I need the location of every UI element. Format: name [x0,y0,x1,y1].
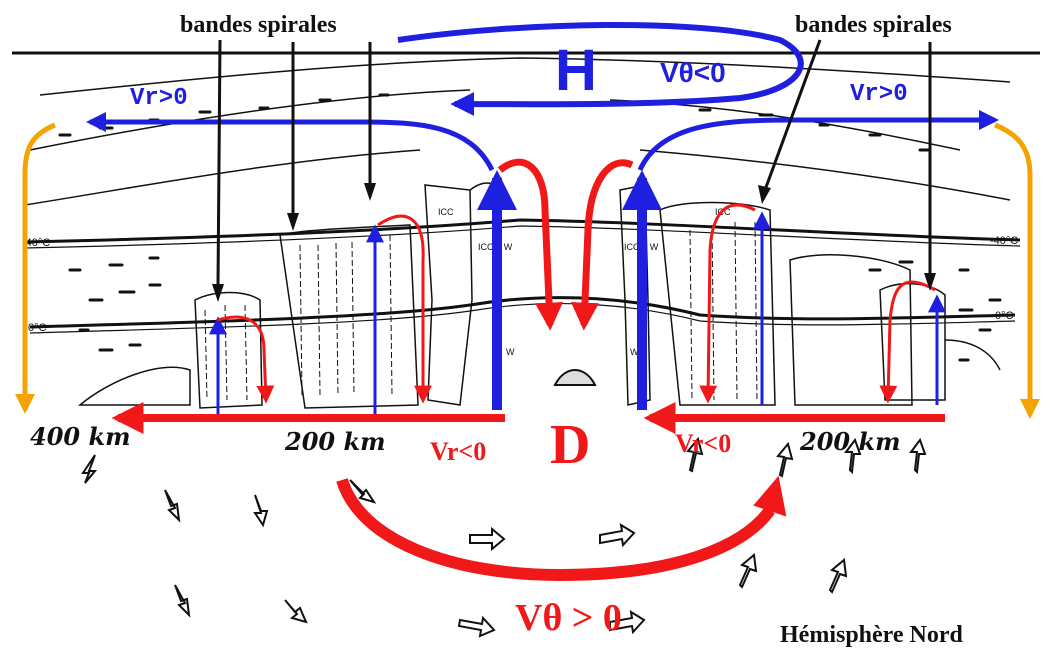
vr-negative-label-right: Vr<0 [675,429,731,458]
spiral-band-pointers [212,39,936,302]
distance-label-400: 400 km [30,422,130,451]
vr-positive-label-right: Vr>0 [850,81,908,108]
lower-inflow [111,158,945,582]
cloud-sketch [12,51,1040,409]
eye-subsidence-left [497,158,564,331]
subsidence-arrow-left [15,122,56,414]
v-theta-negative-label: Vθ<0 [660,57,726,88]
isotherm-label-0-right: 0°C [995,310,1014,322]
water-label-right: W [630,347,639,357]
band-downdraft-3 [699,203,756,404]
surface-wind-arrows [81,436,927,638]
high-pressure-label: H [555,38,597,103]
spiral-bands-label-right: bandes spirales [795,12,952,38]
upper-anticyclone-loop [397,22,804,117]
band-downdraft-2 [377,214,432,404]
ice-label-left: ICC [438,207,454,217]
band-downdraft-4 [879,280,936,404]
vr-negative-label-left: Vr<0 [430,437,486,466]
spiral-bands-label-left: bandes spirales [180,12,337,38]
lower-cyclonic-arrowhead [753,475,787,517]
distance-label-200-left: 200 km [284,427,385,456]
outflow-arrow-right [637,110,999,172]
hemisphere-label: Hémisphère Nord [780,622,964,648]
eye-subsidence-right [570,159,634,331]
low-pressure-label: D [550,414,590,476]
isotherm-label-0-left: 0°C [28,322,47,334]
band-downdraft-1 [217,315,275,404]
isotherm-label-minus40-left: -40°C [22,237,50,249]
water-label-left: W [506,347,515,357]
sketch-annotations: 400 km 200 km 200 km -40°C -40°C 0°C 0°C… [22,207,1018,456]
subsidence-arrow-right [994,122,1040,419]
vr-positive-label-left: Vr>0 [130,85,188,112]
isotherm-label-minus40-right: -40°C [990,235,1018,247]
v-theta-positive-label: Vθ > 0 [515,597,622,639]
lower-cyclonic-arrow [336,478,775,582]
subsidence-arrows [15,122,1040,419]
